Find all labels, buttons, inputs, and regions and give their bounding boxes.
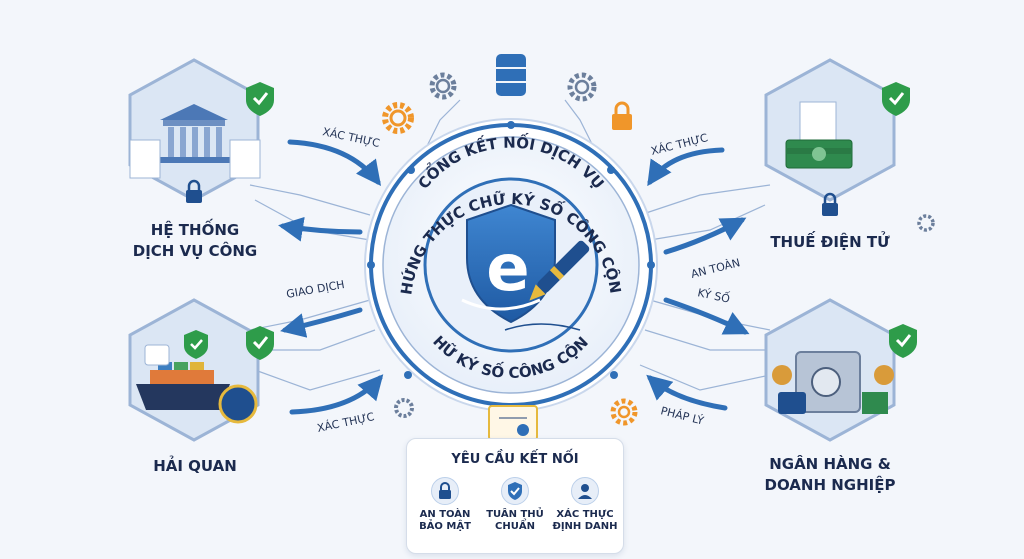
shield-check-icon [889, 324, 917, 358]
money-stack-icon [785, 139, 853, 169]
node-label-top-left-line2: DỊCH VỤ CÔNG [132, 242, 258, 260]
government-building-icon [158, 104, 230, 163]
document-icon [129, 139, 161, 179]
requirement-item-line2: ĐỊNH DANH [552, 521, 618, 532]
node-label-top-left: HỆ THỐNG DỊCH VỤ CÔNG [110, 220, 280, 262]
gear-icon [394, 398, 414, 418]
requirement-item-line1: AN TOÀN [419, 509, 471, 520]
node-label-bottom-right-line2: DOANH NGHIỆP [764, 476, 896, 494]
database-icon [496, 54, 526, 96]
node-label-bottom-right-line1: NGÂN HÀNG & [769, 455, 891, 473]
arrows [278, 139, 750, 415]
gear-icon [610, 398, 638, 426]
node-label-top-left-line1: HỆ THỐNG [150, 221, 240, 239]
money-bag-icon [874, 365, 894, 385]
requirement-item-line1: TUÂN THỦ [486, 509, 544, 520]
node-label-top-right: THUẾ ĐIỆN TỬ [750, 232, 910, 253]
customs-emblem-icon [218, 384, 258, 424]
node-label-bottom-left: HẢI QUAN [115, 456, 275, 477]
arrow-label-ky-so: KÝ SỐ [696, 285, 731, 306]
shield-check-icon [882, 82, 910, 116]
requirement-item: AN TOÀN BẢO MẬT [409, 477, 481, 533]
shield-letter: e [486, 232, 529, 306]
database-icon [144, 344, 170, 366]
shield-check-icon [246, 82, 274, 116]
lock-icon [186, 179, 202, 203]
node-label-bottom-right: NGÂN HÀNG & DOANH NGHIỆP [740, 454, 920, 496]
arrow-label-xac-thuc-bottom-left: XÁC THỰC [316, 410, 376, 435]
money-bag-icon [772, 365, 792, 385]
lock-icon [431, 477, 459, 505]
arrow-label-an-toan: AN TOÀN [690, 256, 742, 281]
node-label-top-right-line1: THUẾ ĐIỆN TỬ [770, 233, 890, 251]
requirement-item-line2: CHUẨN [495, 521, 535, 532]
vault-safe-icon [795, 351, 861, 413]
hex-node-top-right [764, 58, 910, 216]
requirements-panel: YÊU CẦU KẾT NỐI AN TOÀN BẢO MẬT TUÂN THỦ… [406, 438, 624, 554]
pen-icon [529, 240, 590, 301]
requirement-item: TUÂN THỦ CHUẨN [479, 477, 551, 533]
gear-icon [382, 102, 414, 134]
cargo-ship-icon [136, 362, 230, 410]
arrow-label-phap-ly: PHÁP LÝ [659, 404, 705, 427]
lock-icon [822, 192, 838, 216]
gear-icon [917, 214, 935, 232]
requirements-title: YÊU CẦU KẾT NỐI [451, 452, 579, 467]
briefcase-icon [778, 392, 806, 414]
arrow-label-giao-dich: GIAO DỊCH [285, 278, 345, 301]
hex-node-bottom-right [764, 298, 917, 442]
node-label-bottom-left-line1: HẢI QUAN [153, 457, 237, 475]
hex-node-bottom-left [128, 298, 274, 442]
requirement-item-line2: BẢO MẬT [419, 521, 471, 532]
shield-check-icon [184, 330, 208, 359]
shield-check-icon [246, 326, 274, 360]
gear-icon [567, 72, 597, 102]
document-icon [229, 139, 261, 179]
certificate-icon [488, 405, 538, 441]
lock-icon [612, 101, 632, 130]
requirement-item: XÁC THỰC ĐỊNH DANH [549, 477, 621, 533]
user-icon [571, 477, 599, 505]
requirement-item-line1: XÁC THỰC [556, 509, 614, 520]
hex-node-top-left [128, 58, 274, 203]
money-stack-icon [862, 392, 888, 414]
shield-check-icon [501, 477, 529, 505]
gear-icon [429, 72, 457, 100]
